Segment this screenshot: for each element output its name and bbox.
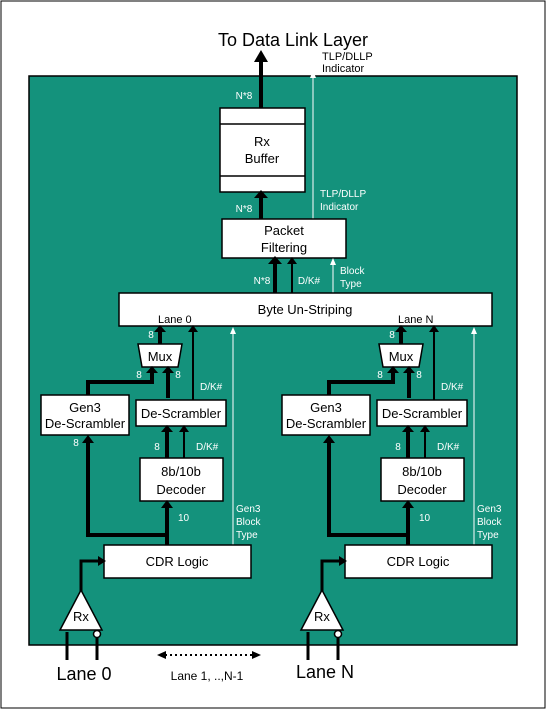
unstripe-blocktype-arrowhead bbox=[330, 258, 336, 265]
laneN-gen3-block-type-1: Gen3 bbox=[477, 504, 502, 515]
lane0-mux-in-8a: 8 bbox=[136, 370, 142, 381]
middle-lanes-arrow-left bbox=[157, 651, 166, 659]
laneN-dk-label-1: D/K# bbox=[441, 382, 464, 393]
laneN-gen3-descrambler bbox=[281, 394, 371, 436]
laneN-rx-label: Rx bbox=[314, 609, 330, 624]
lane0-rx-label: Rx bbox=[73, 609, 89, 624]
lane0-mux-out-8: 8 bbox=[148, 330, 154, 341]
rx-buffer-block: Rx Buffer bbox=[219, 107, 306, 193]
packet-filtering-label-2: Filtering bbox=[261, 240, 307, 255]
lane0-gen3-block-type-3: Type bbox=[236, 530, 258, 541]
laneN-dk-label-2: D/K# bbox=[437, 442, 460, 453]
lane0-descrambler bbox=[135, 399, 227, 427]
lane0-mux-label: Mux bbox=[148, 349, 173, 364]
laneN-mux-in-8a: 8 bbox=[377, 370, 383, 381]
unstripe-laneN-tag: Lane N bbox=[398, 314, 434, 326]
lane0-descrambler-label: De-Scrambler bbox=[141, 406, 222, 421]
block-type-label-2: Type bbox=[340, 279, 362, 290]
n8-label-unstripe: N*8 bbox=[254, 276, 271, 287]
laneN-pipeline: 8 Mux 8 8 D/K# Gen3 De-Scrambler De-Scra… bbox=[281, 325, 502, 660]
laneN-mux-out-8: 8 bbox=[389, 330, 395, 341]
lane0-gen3-block-type-2: Block bbox=[236, 517, 261, 528]
tlp-indicator-arrowhead bbox=[310, 70, 316, 78]
laneN-dec-out-8: 8 bbox=[395, 442, 401, 453]
lane0-pipeline: 8 Mux 8 8 D/K# Gen3 De-Scrambler De-Scra… bbox=[40, 325, 261, 660]
lane0-dk-label-2: D/K# bbox=[196, 442, 219, 453]
laneN-mux-label: Mux bbox=[389, 349, 414, 364]
laneN-decoder bbox=[380, 457, 465, 502]
lane0-cdr-out-10: 10 bbox=[178, 513, 190, 524]
laneN-gen3-descrambler-label-1: Gen3 bbox=[310, 400, 342, 415]
unstripe-dk-arrowhead bbox=[287, 257, 297, 264]
lane0-cdr-logic bbox=[103, 544, 252, 579]
rx-buffer-label-2: Buffer bbox=[245, 151, 280, 166]
middle-lanes-arrow-right bbox=[252, 651, 261, 659]
byte-unstriping-block: Byte Un-Striping Lane 0 Lane N bbox=[118, 292, 493, 327]
lane0-rx-receiver bbox=[58, 588, 104, 631]
laneN-rx-receiver bbox=[299, 588, 345, 631]
lane0-input-label: Lane 0 bbox=[56, 664, 111, 684]
lane0-dk-label-1: D/K# bbox=[200, 382, 223, 393]
laneN-mux-in-8b: 8 bbox=[416, 370, 422, 381]
byte-unstriping-label: Byte Un-Striping bbox=[258, 302, 353, 317]
middle-lanes-label: Lane 1, ..,N-1 bbox=[171, 669, 244, 683]
lane0-gen3-descrambler bbox=[40, 394, 130, 436]
lane0-decoder bbox=[139, 457, 224, 502]
lane0-decoder-label-2: Decoder bbox=[156, 482, 206, 497]
laneN-gen3-descrambler-label-2: De-Scrambler bbox=[286, 416, 367, 431]
laneN-cdr-logic bbox=[344, 544, 493, 579]
n8-label-top: N*8 bbox=[236, 91, 253, 102]
laneN-gen3-block-type-2: Block bbox=[477, 517, 502, 528]
pf-to-buffer-arrowhead bbox=[254, 190, 268, 198]
unstripe-lane0-tag: Lane 0 bbox=[158, 314, 192, 326]
packet-filtering-label-1: Packet bbox=[264, 223, 304, 238]
laneN-descrambler bbox=[376, 399, 468, 427]
tlp-dllp-mid-2: Indicator bbox=[320, 202, 359, 213]
lane0-gen3-descrambler-label-2: De-Scrambler bbox=[45, 416, 126, 431]
rx-buffer-label-1: Rx bbox=[254, 134, 270, 149]
lane0-gen3-block-type-1: Gen3 bbox=[236, 504, 261, 515]
lane0-decoder-label-1: 8b/10b bbox=[161, 464, 201, 479]
diagram-title: To Data Link Layer bbox=[218, 30, 368, 50]
unstripe-data-arrowhead bbox=[268, 256, 282, 264]
block-type-label-1: Block bbox=[340, 266, 365, 277]
tlp-dllp-top-2: Indicator bbox=[322, 63, 365, 75]
lane0-mux-in-8b: 8 bbox=[175, 370, 181, 381]
tlp-dllp-mid-1: TLP/DLLP bbox=[320, 189, 366, 200]
output-arrowhead bbox=[254, 50, 268, 62]
laneN-input-label: Lane N bbox=[296, 662, 354, 682]
laneN-decoder-label-1: 8b/10b bbox=[402, 464, 442, 479]
laneN-mux bbox=[378, 343, 424, 368]
laneN-cdr-logic-label: CDR Logic bbox=[387, 554, 450, 569]
lane0-cdr-logic-label: CDR Logic bbox=[146, 554, 209, 569]
laneN-descrambler-label: De-Scrambler bbox=[382, 406, 463, 421]
laneN-cdr-out-10: 10 bbox=[419, 513, 431, 524]
lane0-dec-out-8: 8 bbox=[154, 442, 160, 453]
laneN-gen3-block-type-3: Type bbox=[477, 530, 499, 541]
lane0-mux bbox=[137, 343, 183, 368]
packet-filtering-block: Packet Filtering bbox=[221, 218, 347, 259]
tlp-dllp-top-1: TLP/DLLP bbox=[322, 51, 373, 63]
dk-label-unstripe: D/K# bbox=[298, 276, 321, 287]
n8-label-mid: N*8 bbox=[236, 204, 253, 215]
lane0-gen3-in-8: 8 bbox=[73, 438, 79, 449]
lane0-gen3-descrambler-label-1: Gen3 bbox=[69, 400, 101, 415]
laneN-decoder-label-2: Decoder bbox=[397, 482, 447, 497]
